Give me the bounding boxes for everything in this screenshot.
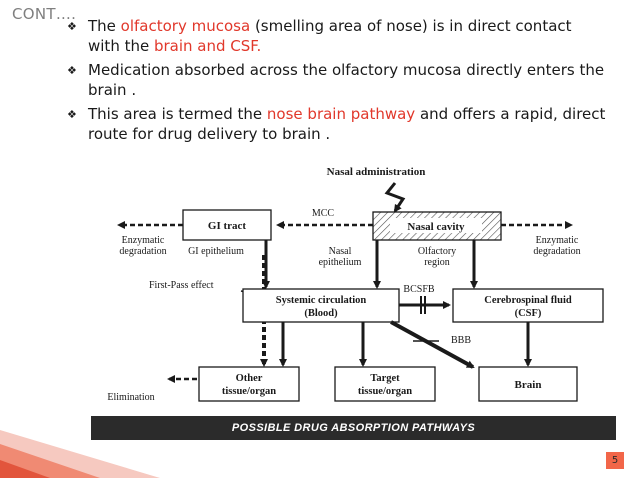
bullet-item: ❖ Medication absorbed across the olfacto… bbox=[67, 61, 605, 99]
systemic-circulation-label: Systemic circulation bbox=[276, 295, 367, 306]
diamond-bullet-icon: ❖ bbox=[67, 20, 77, 33]
left-enzymatic-label: Enzymatic bbox=[122, 235, 165, 246]
right-enzymatic-label: Enzymatic bbox=[536, 235, 579, 246]
mcc-label: MCC bbox=[312, 208, 335, 219]
absorption-pathway-diagram: Nasal administration MCC GI tract Nasal … bbox=[107, 166, 604, 403]
diamond-bullet-icon: ❖ bbox=[67, 108, 77, 121]
csf-box bbox=[452, 288, 604, 323]
other-label: Other bbox=[236, 373, 263, 384]
gi-tract-label: GI tract bbox=[208, 220, 247, 232]
bullet-item: ❖ This area is termed the nose brain pat… bbox=[67, 105, 606, 143]
nasal-administration-label: Nasal administration bbox=[327, 166, 426, 178]
blood-label: (Blood) bbox=[304, 308, 338, 319]
brain-box bbox=[478, 366, 578, 402]
other-tissue-label: tissue/organ bbox=[222, 386, 276, 397]
left-degradation-label: degradation bbox=[119, 246, 166, 257]
csf-label: Cerebrospinal fluid bbox=[484, 295, 572, 306]
slide-heading: CONT…. bbox=[12, 5, 77, 23]
bbb-arrow bbox=[390, 320, 475, 369]
nasal-epithelium-label: Nasal bbox=[329, 246, 352, 257]
target-tissue-box bbox=[334, 366, 436, 402]
target-tissue-label: tissue/organ bbox=[358, 386, 412, 397]
brain-label: Brain bbox=[515, 379, 542, 391]
olfactory-region-label: Olfactory bbox=[418, 246, 456, 257]
right-degradation-label: degradation bbox=[533, 246, 580, 257]
other-tissue-box bbox=[198, 366, 300, 402]
bcsfb-label: BCSFB bbox=[403, 284, 434, 295]
first-pass-label: First-Pass effect bbox=[149, 280, 214, 291]
nasal-cavity-label: Nasal cavity bbox=[407, 221, 465, 233]
corner-decoration bbox=[0, 430, 160, 478]
gi-tract-box bbox=[182, 209, 272, 241]
bullet-list: ❖ The olfactory mucosa (smelling area of… bbox=[67, 16, 607, 148]
page-number: 5 bbox=[606, 452, 624, 469]
nasal-epithelium-label-2: epithelium bbox=[319, 257, 362, 268]
figure-caption: POSSIBLE DRUG ABSORPTION PATHWAYS bbox=[231, 422, 476, 434]
diamond-bullet-icon: ❖ bbox=[67, 64, 77, 77]
systemic-circulation-box bbox=[242, 288, 400, 323]
bbb-label: BBB bbox=[451, 335, 471, 346]
target-label: Target bbox=[370, 373, 400, 384]
olfactory-region-label-2: region bbox=[424, 257, 450, 268]
csf-abbr-label: (CSF) bbox=[515, 308, 542, 319]
figure-caption-bar: POSSIBLE DRUG ABSORPTION PATHWAYS bbox=[91, 416, 616, 440]
administration-arrow bbox=[384, 182, 406, 213]
bullet-item: ❖ The olfactory mucosa (smelling area of… bbox=[67, 17, 572, 55]
gi-epithelium-label: GI epithelium bbox=[188, 246, 244, 257]
elimination-label: Elimination bbox=[107, 392, 154, 403]
